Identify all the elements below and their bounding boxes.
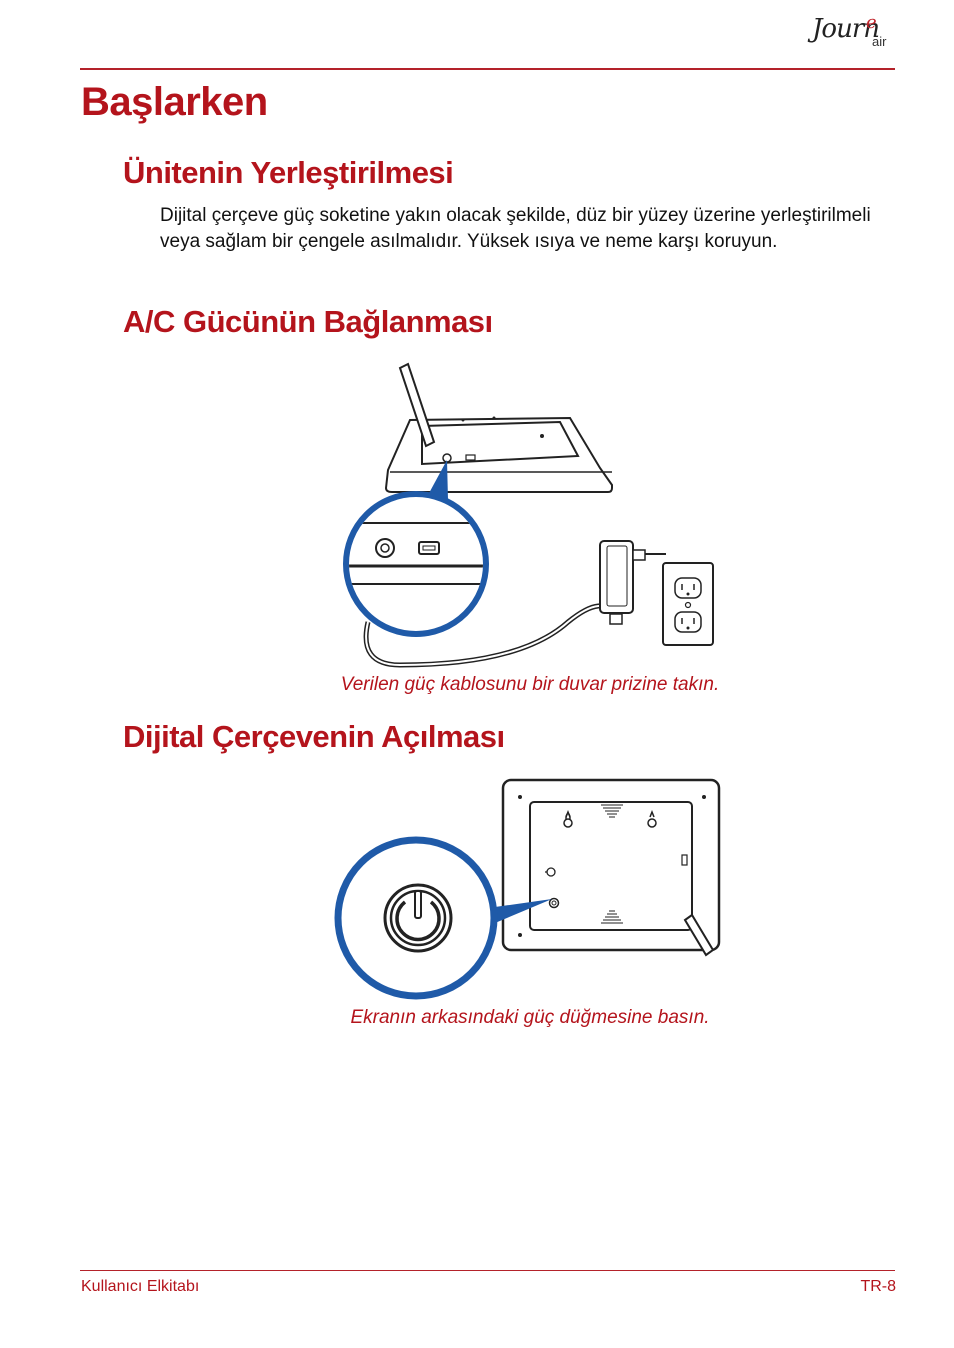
footer-manual-name: Kullanıcı Elkitabı	[81, 1278, 200, 1295]
turn-on-caption: Ekranın arkasındaki güç düğmesine basın.	[350, 1007, 710, 1028]
stand-leg	[683, 913, 715, 957]
power-button-small	[548, 897, 560, 909]
section-heading-turn-on: Dijital Çerçevenin Açılması	[123, 719, 505, 754]
callout-pointer	[428, 460, 448, 500]
frame-back-panel	[421, 420, 580, 466]
frame-back-inner	[529, 801, 693, 931]
section-heading-power: A/C Gücünün Bağlanması	[123, 304, 493, 339]
callout-circle	[343, 491, 489, 637]
placement-paragraph: Dijital çerçeve güç soketine yakın olaca…	[160, 205, 871, 252]
page-title: Başlarken	[81, 80, 268, 124]
callout-pointer-2	[488, 899, 552, 923]
power-button-svg	[334, 778, 721, 1000]
power-caption: Verilen güç kablosunu bir duvar prizine …	[340, 674, 720, 695]
footer-rule	[80, 1270, 895, 1271]
section-heading-placement: Ünitenin Yerleştirilmesi	[123, 155, 454, 190]
brand-logo: Journ e air	[806, 12, 898, 66]
power-connection-illustration	[330, 360, 720, 670]
power-connection-svg	[343, 362, 714, 668]
header-rule	[80, 68, 895, 70]
logo-script: Journ	[812, 14, 880, 44]
antenna	[398, 362, 436, 448]
logo-sub: air	[872, 34, 887, 49]
usb-port-small	[465, 454, 476, 461]
power-button-illustration	[330, 775, 730, 1005]
logo-accent: e	[866, 12, 877, 33]
footer-page-number: TR-8	[860, 1278, 896, 1295]
